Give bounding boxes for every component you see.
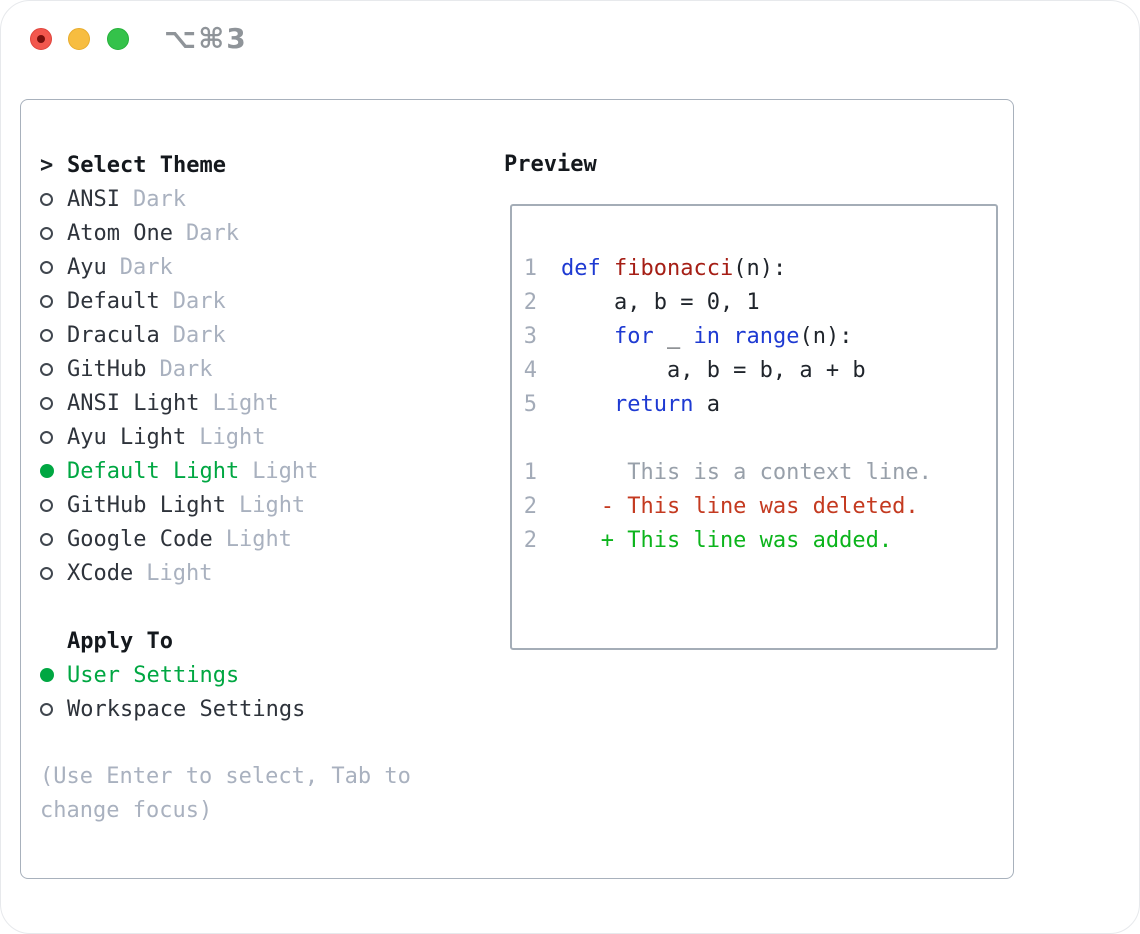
line-number: 2 (523, 290, 537, 315)
unsaved-dot-icon (37, 35, 45, 43)
theme-item-github-light[interactable]: GitHub Light Light (40, 488, 485, 522)
code-line-4: 4 a, b = b, a + b (523, 354, 996, 388)
theme-name: ANSI (67, 186, 120, 212)
theme-name: Default (67, 288, 160, 314)
code-line-5: 5 return a (523, 388, 996, 422)
theme-variant-tag: Light (252, 458, 319, 484)
theme-name: Dracula (67, 322, 160, 348)
spacer (40, 590, 485, 624)
theme-item-default-light[interactable]: Default Light Light (40, 454, 485, 488)
theme-item-google-code[interactable]: Google Code Light (40, 522, 485, 556)
line-number: 5 (523, 392, 537, 417)
radio-selected-icon (40, 464, 54, 478)
line-number: 2 (523, 528, 537, 553)
theme-name-selected: Default Light (67, 458, 240, 484)
theme-name: XCode (67, 560, 134, 586)
theme-item-xcode[interactable]: XCode Light (40, 556, 485, 590)
radio-icon (40, 328, 53, 342)
radio-icon (40, 532, 53, 546)
theme-variant-tag: Dark (132, 186, 186, 212)
theme-item-github-dark[interactable]: GitHub Dark (40, 352, 485, 386)
radio-icon (40, 226, 53, 240)
theme-variant-tag: Dark (172, 288, 226, 314)
apply-to-title: Apply To (67, 628, 173, 654)
theme-variant-tag: Dark (185, 220, 239, 246)
radio-icon (40, 260, 53, 274)
preview-title: Preview (504, 152, 597, 177)
close-button[interactable] (30, 28, 52, 50)
theme-variant-tag: Dark (119, 254, 173, 280)
radio-icon (40, 192, 53, 206)
code-line-3: 3 for _ in range(n): (523, 320, 996, 354)
maximize-button[interactable] (107, 28, 129, 50)
radio-icon (40, 498, 53, 512)
apply-option-label: User Settings (67, 662, 240, 688)
line-number: 3 (523, 324, 537, 349)
line-number: 1 (523, 256, 537, 281)
titlebar: ⌥⌘3 (1, 1, 1139, 77)
spacer (40, 726, 485, 760)
radio-icon (40, 566, 53, 580)
theme-selector-dialog: > Select Theme ANSI Dark Atom One Dark A… (20, 99, 1014, 879)
apply-option-user-settings[interactable]: User Settings (40, 658, 485, 692)
diff-context-line: 1 This is a context line. (523, 456, 996, 490)
code-line-2: 2 a, b = 0, 1 (523, 286, 996, 320)
radio-selected-icon (40, 668, 54, 682)
window-shortcut-label: ⌥⌘3 (164, 22, 248, 55)
theme-variant-tag: Light (225, 526, 292, 552)
theme-variant-tag: Light (238, 492, 306, 518)
theme-name: Google Code (67, 526, 213, 552)
select-theme-title: Select Theme (67, 152, 226, 178)
theme-name: ANSI Light (67, 390, 200, 416)
theme-item-dracula-dark[interactable]: Dracula Dark (40, 318, 485, 352)
radio-icon (40, 430, 53, 444)
diff-text: + This line was added. (561, 528, 893, 553)
line-number: 1 (523, 460, 537, 485)
apply-to-header-row: Apply To (40, 624, 485, 658)
theme-list: > Select Theme ANSI Dark Atom One Dark A… (40, 148, 485, 828)
theme-item-ansi-light[interactable]: ANSI Light Light (40, 386, 485, 420)
theme-name: GitHub Light (67, 492, 226, 518)
theme-item-ayu-dark[interactable]: Ayu Dark (40, 250, 485, 284)
theme-variant-tag: Light (199, 424, 266, 450)
line-number: 2 (523, 494, 537, 519)
diff-text: This is a context line. (561, 460, 932, 485)
theme-name: GitHub (67, 356, 147, 382)
theme-item-ansi-dark[interactable]: ANSI Dark (40, 182, 485, 216)
line-number: 4 (523, 358, 537, 383)
apply-option-workspace-settings[interactable]: Workspace Settings (40, 692, 485, 726)
radio-icon (40, 294, 53, 308)
apply-option-label: Workspace Settings (67, 696, 306, 722)
theme-variant-tag: Dark (159, 356, 213, 382)
theme-variant-tag: Dark (172, 322, 226, 348)
select-theme-header-row: > Select Theme (40, 148, 485, 182)
theme-name: Ayu Light (67, 424, 187, 450)
theme-name: Ayu (67, 254, 107, 280)
theme-item-ayu-light[interactable]: Ayu Light Light (40, 420, 485, 454)
diff-added-line: 2 + This line was added. (523, 524, 996, 558)
radio-icon (40, 362, 53, 376)
focus-caret-icon: > (40, 152, 54, 178)
radio-icon (40, 396, 53, 410)
help-hint-text: (Use Enter to select, Tab to change focu… (40, 764, 411, 823)
theme-variant-tag: Light (212, 390, 279, 416)
radio-icon (40, 702, 53, 716)
theme-item-default-dark[interactable]: Default Dark (40, 284, 485, 318)
blank-line (523, 422, 996, 456)
theme-item-atom-one-dark[interactable]: Atom One Dark (40, 216, 485, 250)
theme-variant-tag: Light (146, 560, 213, 586)
diff-deleted-line: 2 - This line was deleted. (523, 490, 996, 524)
theme-name: Atom One (67, 220, 173, 246)
minimize-button[interactable] (68, 28, 90, 50)
diff-text: - This line was deleted. (561, 494, 919, 519)
